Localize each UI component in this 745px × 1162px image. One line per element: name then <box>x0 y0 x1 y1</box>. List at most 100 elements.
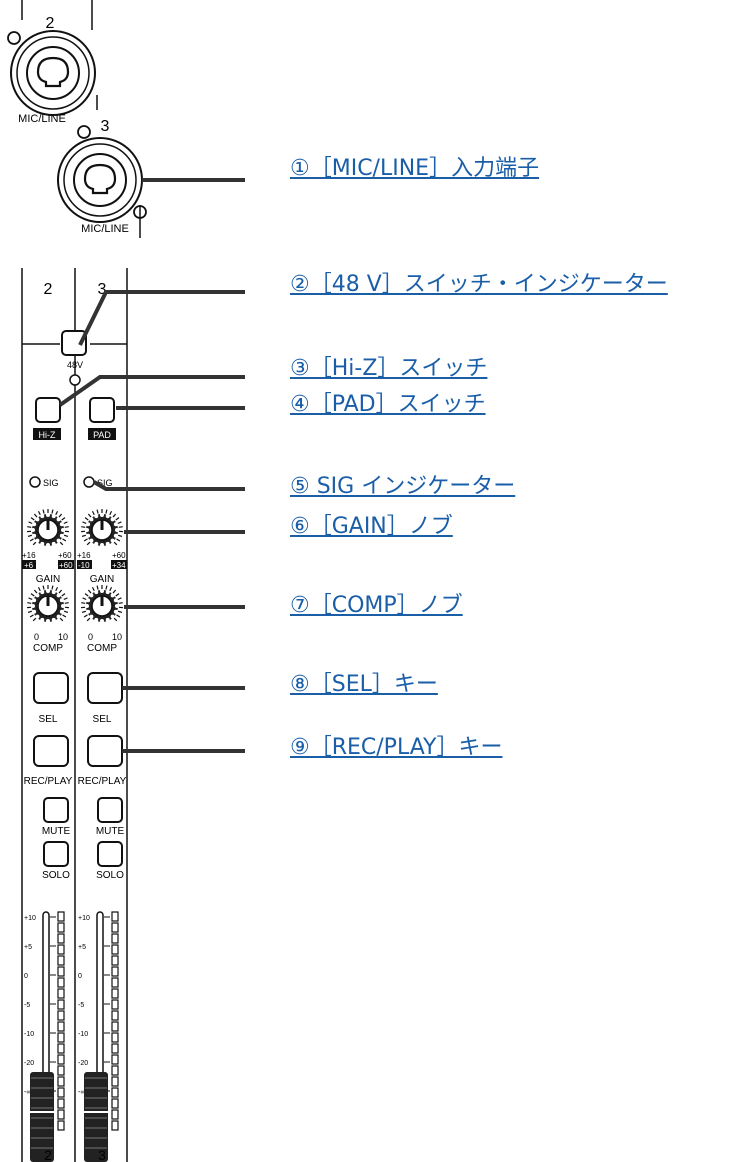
sel-key-2[interactable] <box>33 672 69 704</box>
gain-label-2: GAIN <box>36 574 60 585</box>
solo-key-2[interactable] <box>43 841 69 867</box>
meter-segment <box>57 1021 65 1032</box>
fader-scale-label: -20 <box>24 1060 34 1067</box>
sig-label-2: SIG <box>43 478 59 488</box>
leader-3 <box>58 375 245 407</box>
meter-segment <box>57 1065 65 1076</box>
recplay-key-3[interactable] <box>87 735 123 767</box>
meter-segment <box>57 922 65 933</box>
fader-3[interactable]: +10+50-5-10-20-∞ <box>78 911 119 1162</box>
meter-segment <box>111 1010 119 1021</box>
meter-segment <box>57 988 65 999</box>
xlr-socket-icon <box>36 56 70 88</box>
fader-scale-label: -20 <box>78 1060 88 1067</box>
fader-scale-label: -5 <box>24 1002 30 1009</box>
meter-segment <box>57 944 65 955</box>
jack-3-channel: 3 <box>101 118 110 135</box>
gain2-min-alt: +6 <box>24 561 34 570</box>
meter-segment <box>111 955 119 966</box>
jack-2: 2 MIC/LINE <box>7 0 96 125</box>
meter-segment <box>111 944 119 955</box>
pad-label-plate <box>88 428 116 440</box>
strip-channel-2: 2 <box>44 281 53 298</box>
meter-segment <box>111 1109 119 1120</box>
recplay-label-3: REC/PLAY <box>78 776 127 787</box>
meter-segment <box>111 911 119 922</box>
gain-knob-2[interactable] <box>27 509 69 547</box>
comp-label-2: COMP <box>33 643 63 654</box>
solo-label-3: SOLO <box>96 870 124 881</box>
meter-segment <box>57 1087 65 1098</box>
recplay-label-2: REC/PLAY <box>24 776 73 787</box>
gain3-max-alt: +34 <box>112 561 126 570</box>
comp-knob-3[interactable] <box>81 585 123 623</box>
fader-cap <box>30 1072 54 1162</box>
callout-mic-line-jack[interactable]: ①［MIC/LINE］入力端子 <box>290 156 540 181</box>
meter-segment <box>111 1087 119 1098</box>
comp3-max: 10 <box>112 632 122 642</box>
leader-5 <box>92 480 245 491</box>
mute-label-2: MUTE <box>42 826 71 837</box>
sel-key-3[interactable] <box>87 672 123 704</box>
meter-segment <box>111 1098 119 1109</box>
fader-scale-label: +10 <box>78 915 90 922</box>
callout-48v-switch[interactable]: ②［48 V］スイッチ・インジケーター <box>290 272 668 297</box>
callout-sig-indicator[interactable]: ⑤ SIG インジケーター <box>290 474 516 499</box>
meter-segment <box>111 1120 119 1131</box>
callout-hiz-switch[interactable]: ③［Hi-Z］スイッチ <box>290 356 488 381</box>
phantom-indicator <box>69 374 81 386</box>
meter-segment <box>57 933 65 944</box>
fader-cap <box>84 1072 108 1162</box>
mute-key-2[interactable] <box>43 797 69 823</box>
fader-scale-label: +10 <box>24 915 36 922</box>
meter-segment <box>111 1021 119 1032</box>
hiz-switch[interactable] <box>35 397 61 423</box>
fader-scale-label: -∞ <box>24 1089 31 1096</box>
callout-recplay-key[interactable]: ⑨［REC/PLAY］キー <box>290 735 503 760</box>
gain3-min-alt: -10 <box>78 561 90 570</box>
solo-key-3[interactable] <box>97 841 123 867</box>
meter-segment <box>111 1032 119 1043</box>
meter-segment <box>57 966 65 977</box>
jack-3: 3 MIC/LINE <box>57 95 147 238</box>
gain2-max-alt: +60 <box>59 561 73 570</box>
comp2-min: 0 <box>34 632 39 642</box>
fader-scale-label: 0 <box>24 973 28 980</box>
phantom-48v-switch[interactable] <box>61 330 87 356</box>
comp-knob-2[interactable] <box>27 585 69 623</box>
gain-knob-3[interactable] <box>81 509 123 547</box>
phantom-label: 48V <box>67 360 83 370</box>
sig-indicator-2 <box>29 476 41 488</box>
pad-label: PAD <box>93 430 111 440</box>
meter-segment <box>111 933 119 944</box>
pad-switch[interactable] <box>89 397 115 423</box>
fader-scale-label: +5 <box>78 944 86 951</box>
strip-channel-3: 3 <box>98 281 107 298</box>
meter-segment <box>57 1076 65 1087</box>
meter-segment <box>57 1043 65 1054</box>
fader-scale-label: +5 <box>24 944 32 951</box>
gain3-max: +60 <box>112 551 126 560</box>
sel-label-2: SEL <box>39 714 58 725</box>
callout-comp-knob[interactable]: ⑦［COMP］ノブ <box>290 593 463 618</box>
solo-label-2: SOLO <box>42 870 70 881</box>
mute-key-3[interactable] <box>97 797 123 823</box>
comp2-max: 10 <box>58 632 68 642</box>
meter-segment <box>57 955 65 966</box>
meter-segment <box>57 1054 65 1065</box>
callout-sel-key[interactable]: ⑧［SEL］キー <box>290 672 438 697</box>
meter-segment <box>111 988 119 999</box>
xlr-socket-icon <box>83 163 117 195</box>
gain2-max: +60 <box>58 551 72 560</box>
meter-segment <box>57 1120 65 1131</box>
gain-label-3: GAIN <box>90 574 114 585</box>
sig-label-3: SIG <box>97 478 113 488</box>
meter-segment <box>57 1032 65 1043</box>
meter-segment <box>111 1043 119 1054</box>
callout-gain-knob[interactable]: ⑥［GAIN］ノブ <box>290 514 453 539</box>
jack-2-channel: 2 <box>46 15 55 32</box>
meter-segment <box>57 1109 65 1120</box>
callout-pad-switch[interactable]: ④［PAD］スイッチ <box>290 392 486 417</box>
fader-2[interactable]: +10+50-5-10-20-∞ <box>24 911 65 1162</box>
recplay-key-2[interactable] <box>33 735 69 767</box>
